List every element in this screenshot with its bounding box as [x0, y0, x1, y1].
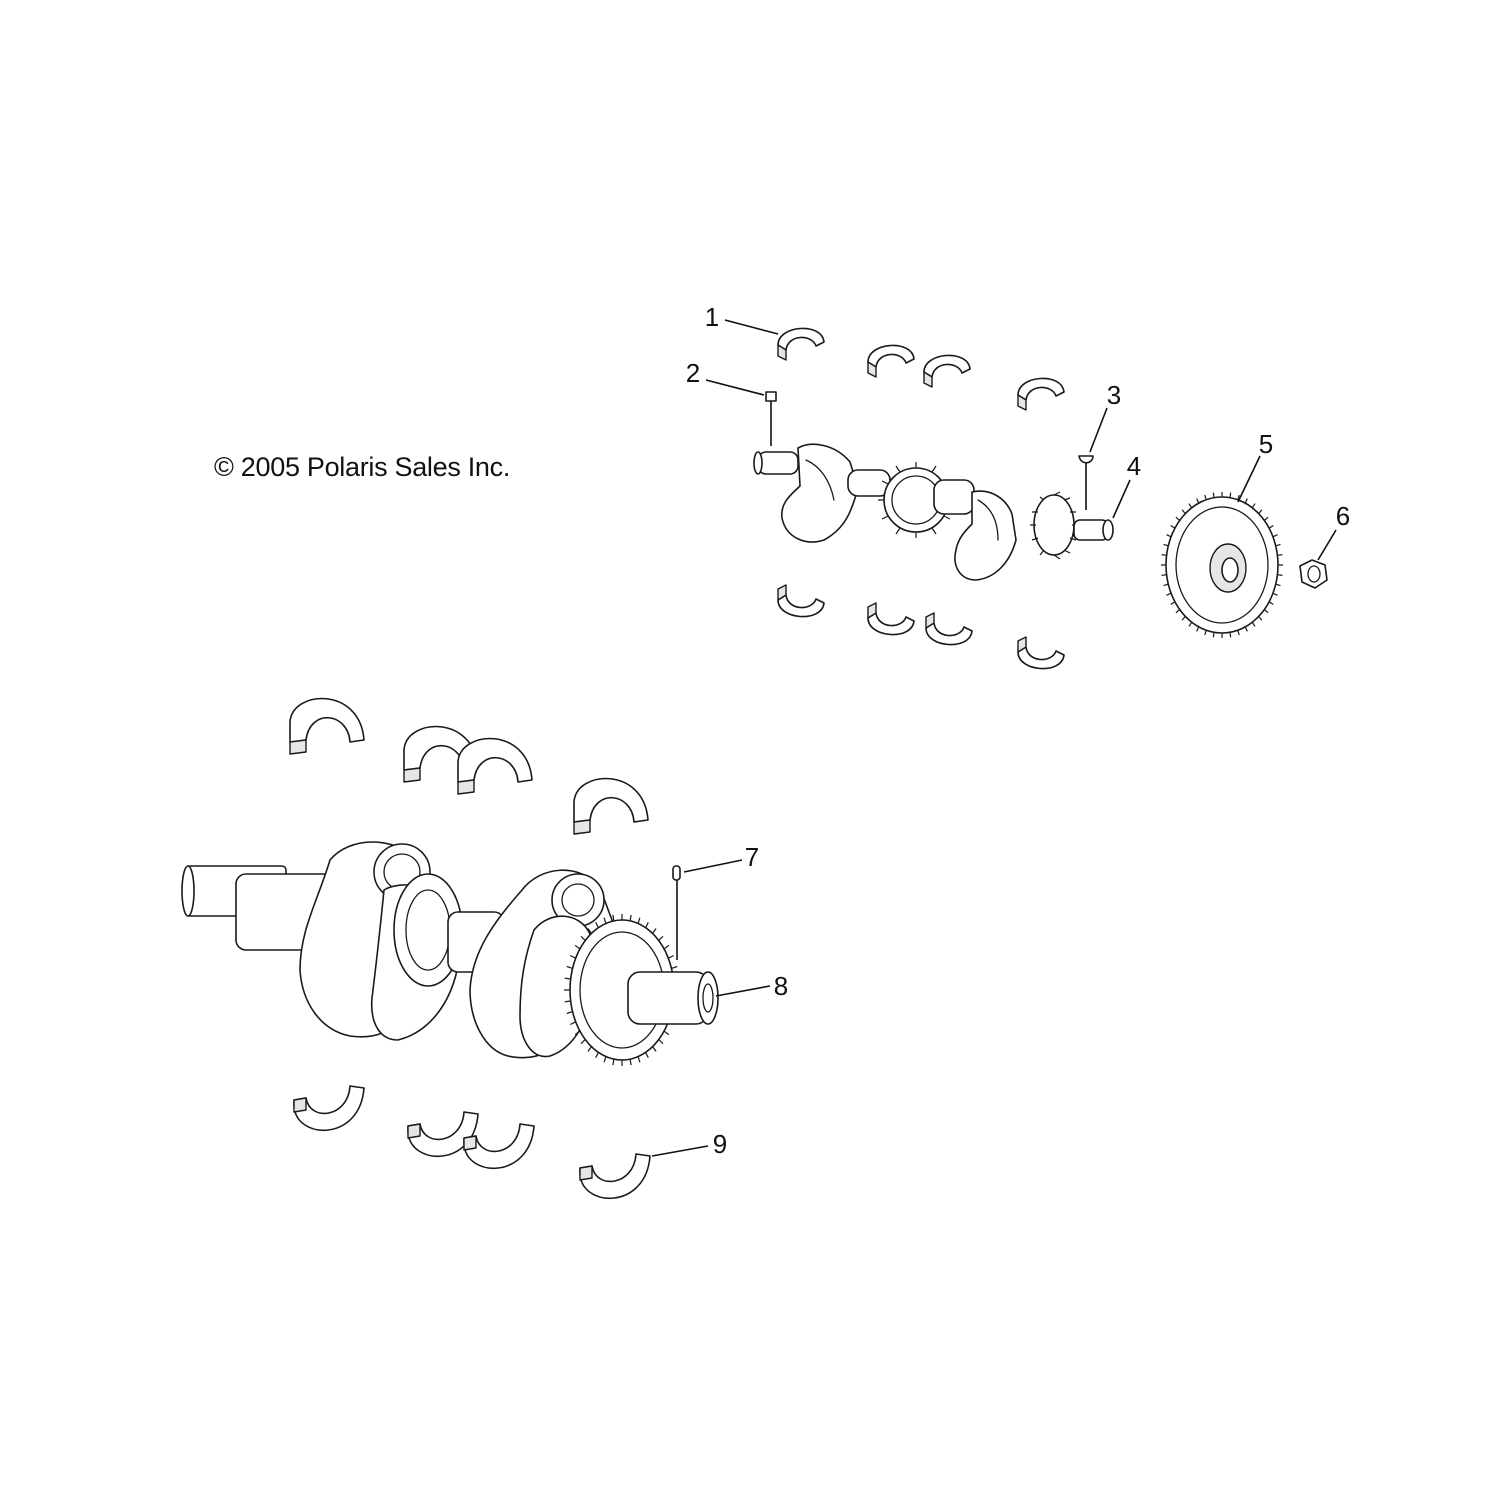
main-bearing-lower-shell — [463, 1123, 535, 1170]
upper-bearing-shell — [777, 327, 825, 361]
dowel-pin — [672, 865, 681, 881]
main-bearing-lower-shell — [293, 1085, 365, 1132]
main-bearing-lower-shell — [579, 1153, 651, 1200]
callout-3: 3 — [1106, 380, 1122, 410]
lower-crankshaft-assembly — [181, 697, 771, 1200]
lower-bearing-shell — [867, 602, 915, 636]
copyright-notice: © 2005 Polaris Sales Inc. — [214, 452, 511, 482]
callout-8: 8 — [773, 971, 789, 1001]
callout-7: 7 — [744, 842, 760, 872]
crank-gear — [1161, 492, 1283, 638]
upper-crankshaft-assembly — [705, 319, 1337, 670]
large-crankshaft — [181, 841, 719, 1066]
callout-1: 1 — [704, 302, 720, 332]
small-crankshaft — [753, 443, 1114, 581]
callout-4: 4 — [1126, 451, 1142, 481]
callout-6: 6 — [1335, 501, 1351, 531]
lower-bearing-shell — [1017, 636, 1065, 670]
callout-5: 5 — [1258, 429, 1274, 459]
upper-bearing-shell — [867, 344, 915, 378]
callout-9: 9 — [712, 1129, 728, 1159]
upper-bearing-shell — [923, 354, 971, 388]
half-moon-key — [1078, 455, 1094, 464]
main-bearing-lower-shell — [407, 1111, 479, 1158]
lower-bearing-shell — [777, 584, 825, 618]
upper-bearing-shell — [1017, 377, 1065, 411]
woodruff-key — [765, 391, 777, 402]
lower-bearing-shell — [925, 612, 973, 646]
main-bearing-upper-shell — [457, 737, 533, 795]
main-bearing-upper-shell — [573, 777, 649, 835]
callout-2: 2 — [685, 358, 701, 388]
hex-nut — [1299, 559, 1328, 589]
main-bearing-upper-shell — [289, 697, 365, 755]
